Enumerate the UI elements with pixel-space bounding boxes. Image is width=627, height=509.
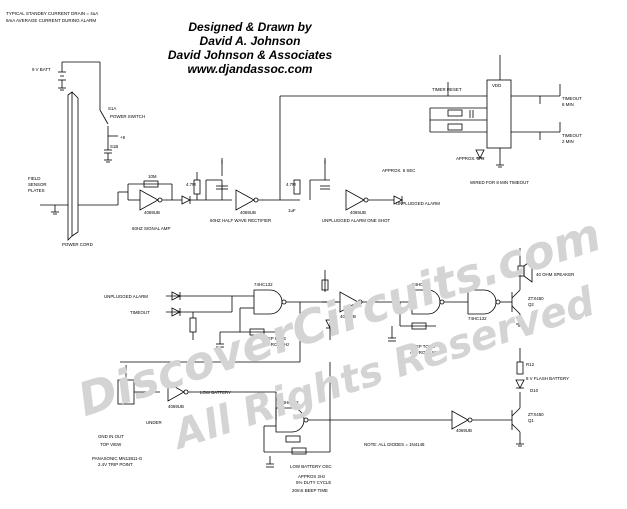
unplugged-alarm-out-label: UNPLUGGED ALARM <box>396 201 440 206</box>
r-4-7m-b-label: 4.7M <box>286 182 296 187</box>
amp6-symbol <box>451 410 469 430</box>
q3-part-label: ZTX450 <box>528 296 544 301</box>
s1b-label: S1B <box>110 144 118 149</box>
timer-ic-4060 <box>486 79 512 149</box>
nand3-symbol <box>467 289 497 315</box>
r12-label: R12 <box>526 362 535 367</box>
timeout-8min-title: TIMEOUT <box>562 96 582 101</box>
amp3-label: 4069UB <box>350 210 366 215</box>
nand2-label: 74HC132 <box>412 282 431 287</box>
plus9-label: +9 <box>120 135 126 140</box>
nand4-symbol <box>275 407 305 433</box>
power-cord-label: POWER CORD <box>62 242 93 247</box>
standby-current-note: TYPICAL STANDBY CURRENT DRAIN = 4uA <box>6 11 99 16</box>
switch-s1a <box>99 109 109 125</box>
trip-point-label: 2.4V TRIP POINT <box>98 462 133 467</box>
field-sensor-label-1: FIELD <box>28 176 40 181</box>
low-battery-label: LOW BATTERY <box>200 390 231 395</box>
approx-2hz-label: APPROX 2Hz <box>298 474 325 479</box>
header-author: David A. Johnson <box>199 34 301 48</box>
beep-rate-label: BEEP RATE <box>262 336 286 341</box>
under-label: UNDER <box>146 420 162 425</box>
nand1-label: 74HC132 <box>254 282 273 287</box>
gnd-in-out-label: GND IN OUT <box>98 434 124 439</box>
unplugged-alarm-in-label: UNPLUGGED ALARM <box>104 294 148 299</box>
amp6-label: 4069UB <box>456 428 472 433</box>
d10-label: D10 <box>530 388 539 393</box>
nand4-label: 74HC132 <box>280 400 299 405</box>
beep-rate-approx-label: APPROX 3Hz <box>262 342 289 347</box>
q4-part-label: ZTX450 <box>528 412 544 417</box>
timeout-2min-title: TIMEOUT <box>562 133 582 138</box>
amp2-symbol <box>235 189 255 211</box>
power-cord <box>67 91 73 241</box>
timeout-in-label: TIMEOUT <box>130 310 150 315</box>
r-10m-label: 10M <box>148 174 157 179</box>
amp1-symbol <box>139 189 159 211</box>
power-switch-label: POWER SWITCH <box>110 114 145 119</box>
s1a-label: S1A <box>108 106 116 111</box>
timer-reset-label: TIMER RESET <box>432 87 462 92</box>
timeout-8min-value: 8 MIN <box>562 102 574 107</box>
speaker-label: 40 OHM SPEAKER <box>536 272 574 277</box>
chip-vdd-label: VDD <box>492 83 501 88</box>
approx-1hz-label: APPROX. 1Hz <box>456 156 485 161</box>
amp2-label: 4069UB <box>240 210 256 215</box>
header-website: www.djandassoc.com <box>187 62 313 76</box>
header-company: David Johnson & Associates <box>167 48 333 62</box>
field-sensor-label-2: SENSOR <box>28 182 47 187</box>
amp3-symbol <box>345 189 365 211</box>
q4-label: Q1 <box>528 418 534 423</box>
amp5-label: 4069UB <box>168 404 184 409</box>
header-designed-by: Designed & Drawn by <box>188 20 312 34</box>
beep-tone-label: BEEP TONE <box>410 344 435 349</box>
signal-amp-label: 60HZ SIGNAL AMP <box>132 226 170 231</box>
battery-label: 9 V BATT <box>32 67 51 72</box>
nand2-symbol <box>411 289 441 315</box>
approx-6sec-label: APPROX. 6 SEC <box>382 168 415 173</box>
q3-label: Q2 <box>528 302 534 307</box>
half-wave-label: 60HZ HALF WAVE RECTIFIER <box>210 218 271 223</box>
flash-battery-label: 8 V FLASH BATTERY <box>526 376 569 381</box>
duty-cycle-label: 5% DUTY CYCLE <box>296 480 331 485</box>
nand1-symbol <box>253 289 283 315</box>
amp4-label: 4069UB <box>340 314 356 319</box>
average-current-note: 6mA AVERAGE CURRENT DURING ALARM <box>6 18 97 23</box>
nand3-label: 74HC132 <box>468 316 487 321</box>
field-sensor-label-3: PLATES <box>28 188 45 193</box>
cap-1uf-label: 1uF <box>288 208 296 213</box>
low-batt-osc-label: LOW BATTERY OSC <box>290 464 332 469</box>
diodes-note: NOTE: ALL DIODES = 1N4148 <box>364 442 425 447</box>
wired-timeout-label: WIRED FOR 8 MIN TIMEOUT <box>470 180 529 185</box>
panasonic-label: PANASONIC MN13811-G <box>92 456 143 461</box>
amp5-symbol <box>167 382 185 402</box>
beep-tone-approx-label: APPROX 1KHz <box>410 350 440 355</box>
amp1-label: 4069UB <box>144 210 160 215</box>
r-4-7m-label: 4.7M <box>186 182 196 187</box>
beep-time-label: 20mS BEEP TIME <box>292 488 328 493</box>
top-view-label: TOP VIEW <box>100 442 122 447</box>
timeout-2min-value: 2 MIN <box>562 139 574 144</box>
unplugged-oneshot-label: UNPLUGGED ALARM ONE SHOT <box>322 218 390 223</box>
